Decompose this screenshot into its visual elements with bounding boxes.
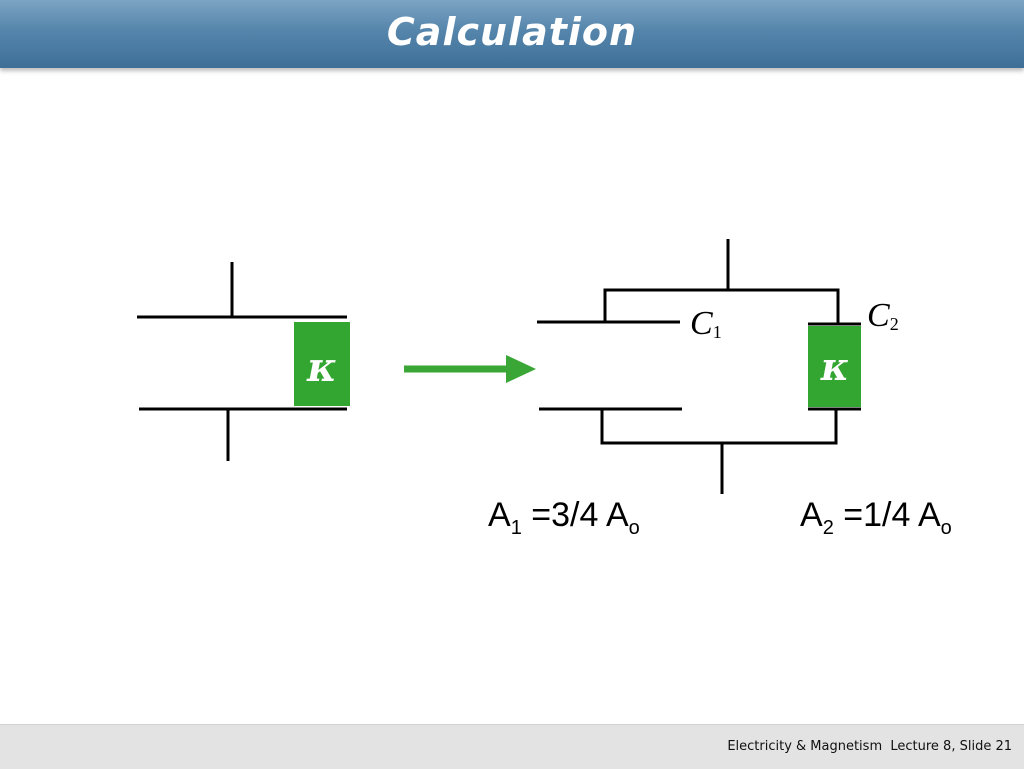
top-wire xyxy=(603,288,840,323)
original-capacitor xyxy=(137,262,347,461)
slide-header: Calculation xyxy=(0,0,1024,68)
bottom-wire xyxy=(600,410,838,445)
c2-label: C2 xyxy=(867,297,899,334)
footer-text: Electricity & Magnetism Lecture 8, Slide… xyxy=(727,739,1012,754)
dielectric-slab-c2 xyxy=(808,326,861,407)
transform-arrow xyxy=(404,355,536,383)
slide-footer: Electricity & Magnetism Lecture 8, Slide… xyxy=(0,724,1024,769)
kappa-label-right: κ xyxy=(820,344,849,389)
slide-title: Calculation xyxy=(386,10,638,54)
arrow-head xyxy=(506,355,536,383)
area-a2-equation: A2 =1/4 Ao xyxy=(800,496,952,539)
parallel-capacitors xyxy=(537,239,840,494)
kappa-label-left: κ xyxy=(306,344,337,391)
dielectric-slab xyxy=(294,322,350,406)
area-a1-equation: A1 =3/4 Ao xyxy=(488,496,640,539)
c1-label: C1 xyxy=(690,305,722,342)
